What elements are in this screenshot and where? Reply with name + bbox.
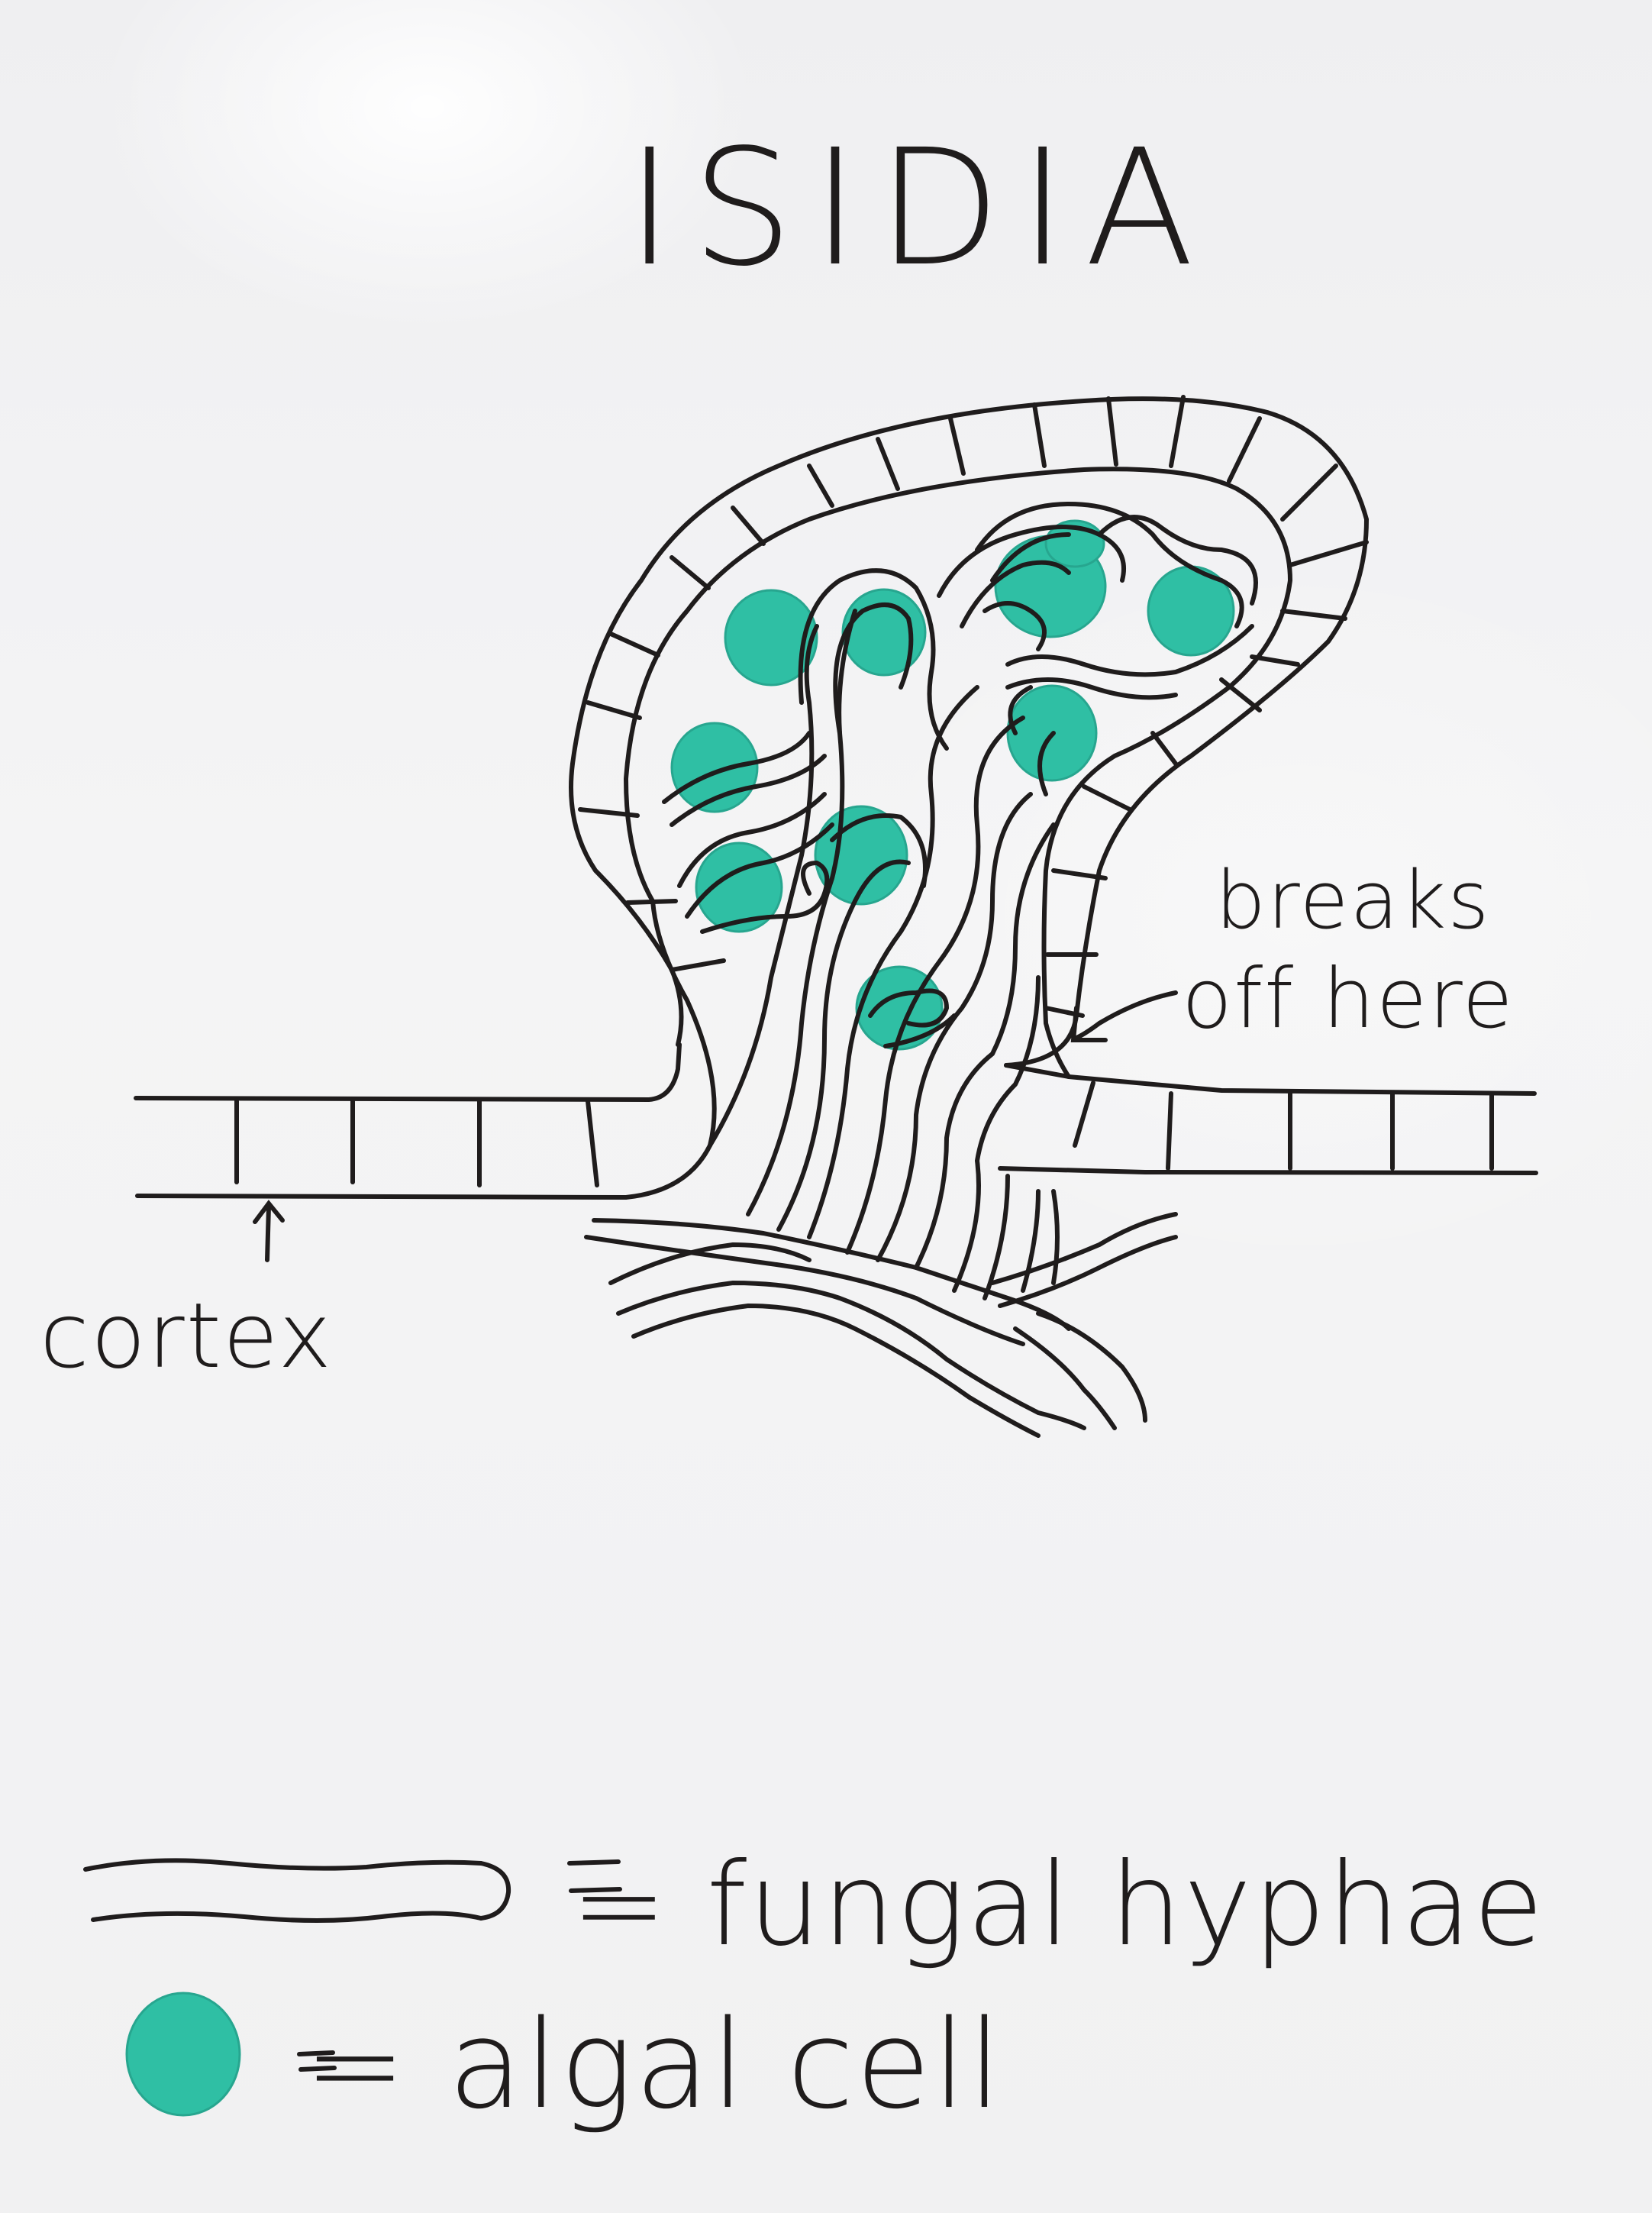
isidium-cortex — [569, 395, 1370, 1148]
legend-hyphae-symbol — [83, 1858, 622, 1923]
fungal-hyphae — [662, 502, 1258, 1300]
algal-cell — [724, 589, 818, 687]
legend-algal-label: = algal cell — [304, 1993, 1004, 2136]
off-here-label: off here — [1182, 951, 1515, 1047]
breaks-label: breaks — [1215, 854, 1491, 947]
legend-algal-cell — [125, 1992, 241, 2117]
cortex-label: cortex — [40, 1283, 334, 1388]
cortex-layer-left — [134, 1042, 712, 1200]
diagram-title: ISIDIA — [626, 115, 1213, 302]
cortex-layer-right — [998, 1063, 1538, 1175]
cortex-arrow — [253, 1200, 285, 1262]
legend-hyphae-label: = fungal hyphae — [571, 1839, 1545, 1972]
substrate-hyphae — [584, 1212, 1178, 1438]
legend-algal-symbol — [125, 1992, 337, 2117]
breaks-off-arrow — [1070, 990, 1178, 1042]
